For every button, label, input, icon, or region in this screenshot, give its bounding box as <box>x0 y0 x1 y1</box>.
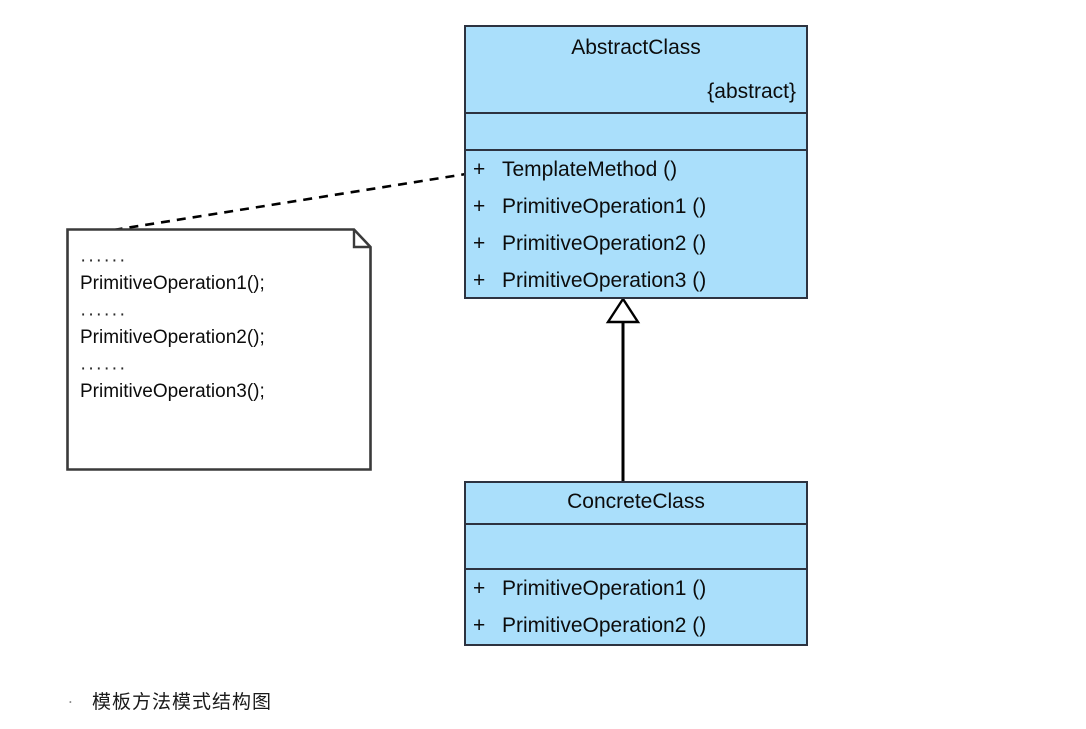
note-code-line: PrimitiveOperation3(); <box>80 381 265 402</box>
note-folded-corner-icon <box>352 229 371 249</box>
method-signature: TemplateMethod () <box>502 158 678 181</box>
class-header-abstractclass: AbstractClass {abstract} <box>466 27 806 112</box>
class-box-concreteclass[interactable]: ConcreteClass + PrimitiveOperation1 () + P… <box>464 481 808 646</box>
class-header-concreteclass: ConcreteClass <box>466 483 806 523</box>
hollow-triangle-arrowhead <box>605 296 641 324</box>
note-template-method-body[interactable]: ······ PrimitiveOperation1(); ······ Pri… <box>66 228 372 471</box>
visibility-marker: + <box>473 269 486 292</box>
class-attributes-abstractclass <box>466 112 806 149</box>
method-signature: PrimitiveOperation3 () <box>502 269 707 292</box>
method-signature: PrimitiveOperation1 () <box>502 577 707 600</box>
note-outline <box>66 228 372 471</box>
method-signature: PrimitiveOperation2 () <box>502 232 707 255</box>
class-method-row[interactable]: + TemplateMethod () <box>466 151 806 188</box>
diagram-caption: 模板方法模式结构图 <box>92 691 273 713</box>
class-attributes-concreteclass <box>466 523 806 568</box>
method-signature: PrimitiveOperation1 () <box>502 195 707 218</box>
class-method-row[interactable]: + PrimitiveOperation2 () <box>466 607 806 644</box>
class-stereotype-abstractclass: {abstract} <box>707 80 796 103</box>
class-method-row[interactable]: + PrimitiveOperation1 () <box>466 188 806 225</box>
class-method-row[interactable]: + PrimitiveOperation1 () <box>466 570 806 607</box>
visibility-marker: + <box>473 232 486 255</box>
visibility-marker: + <box>473 614 486 637</box>
note-shape <box>66 228 372 471</box>
generalization-connector <box>605 296 641 483</box>
class-method-row[interactable]: + PrimitiveOperation3 () <box>466 262 806 299</box>
class-box-abstractclass[interactable]: AbstractClass {abstract} + TemplateMethod… <box>464 25 808 299</box>
class-methods-concreteclass: + PrimitiveOperation1 () + PrimitiveOperat… <box>466 568 806 644</box>
note-ellipsis-line: ······ <box>80 358 127 379</box>
visibility-marker: + <box>473 577 486 600</box>
note-ellipsis-line: ······ <box>80 250 127 271</box>
class-method-row[interactable]: + PrimitiveOperation2 () <box>466 225 806 262</box>
class-name-concreteclass: ConcreteClass <box>567 490 705 513</box>
caption-lead-mark: · <box>68 693 73 711</box>
visibility-marker: + <box>473 158 486 181</box>
class-methods-abstractclass: + TemplateMethod () + PrimitiveOperation1 … <box>466 149 806 297</box>
visibility-marker: + <box>473 195 486 218</box>
note-link-dashed-line <box>81 172 467 237</box>
note-code-line: PrimitiveOperation1(); <box>80 273 265 294</box>
note-ellipsis-line: ······ <box>80 304 127 325</box>
class-name-abstractclass: AbstractClass <box>571 36 701 59</box>
note-text-block: ······ PrimitiveOperation1(); ······ Pri… <box>66 228 372 471</box>
method-signature: PrimitiveOperation2 () <box>502 614 707 637</box>
note-code-line: PrimitiveOperation2(); <box>80 327 265 348</box>
note-link-connector <box>81 172 467 237</box>
